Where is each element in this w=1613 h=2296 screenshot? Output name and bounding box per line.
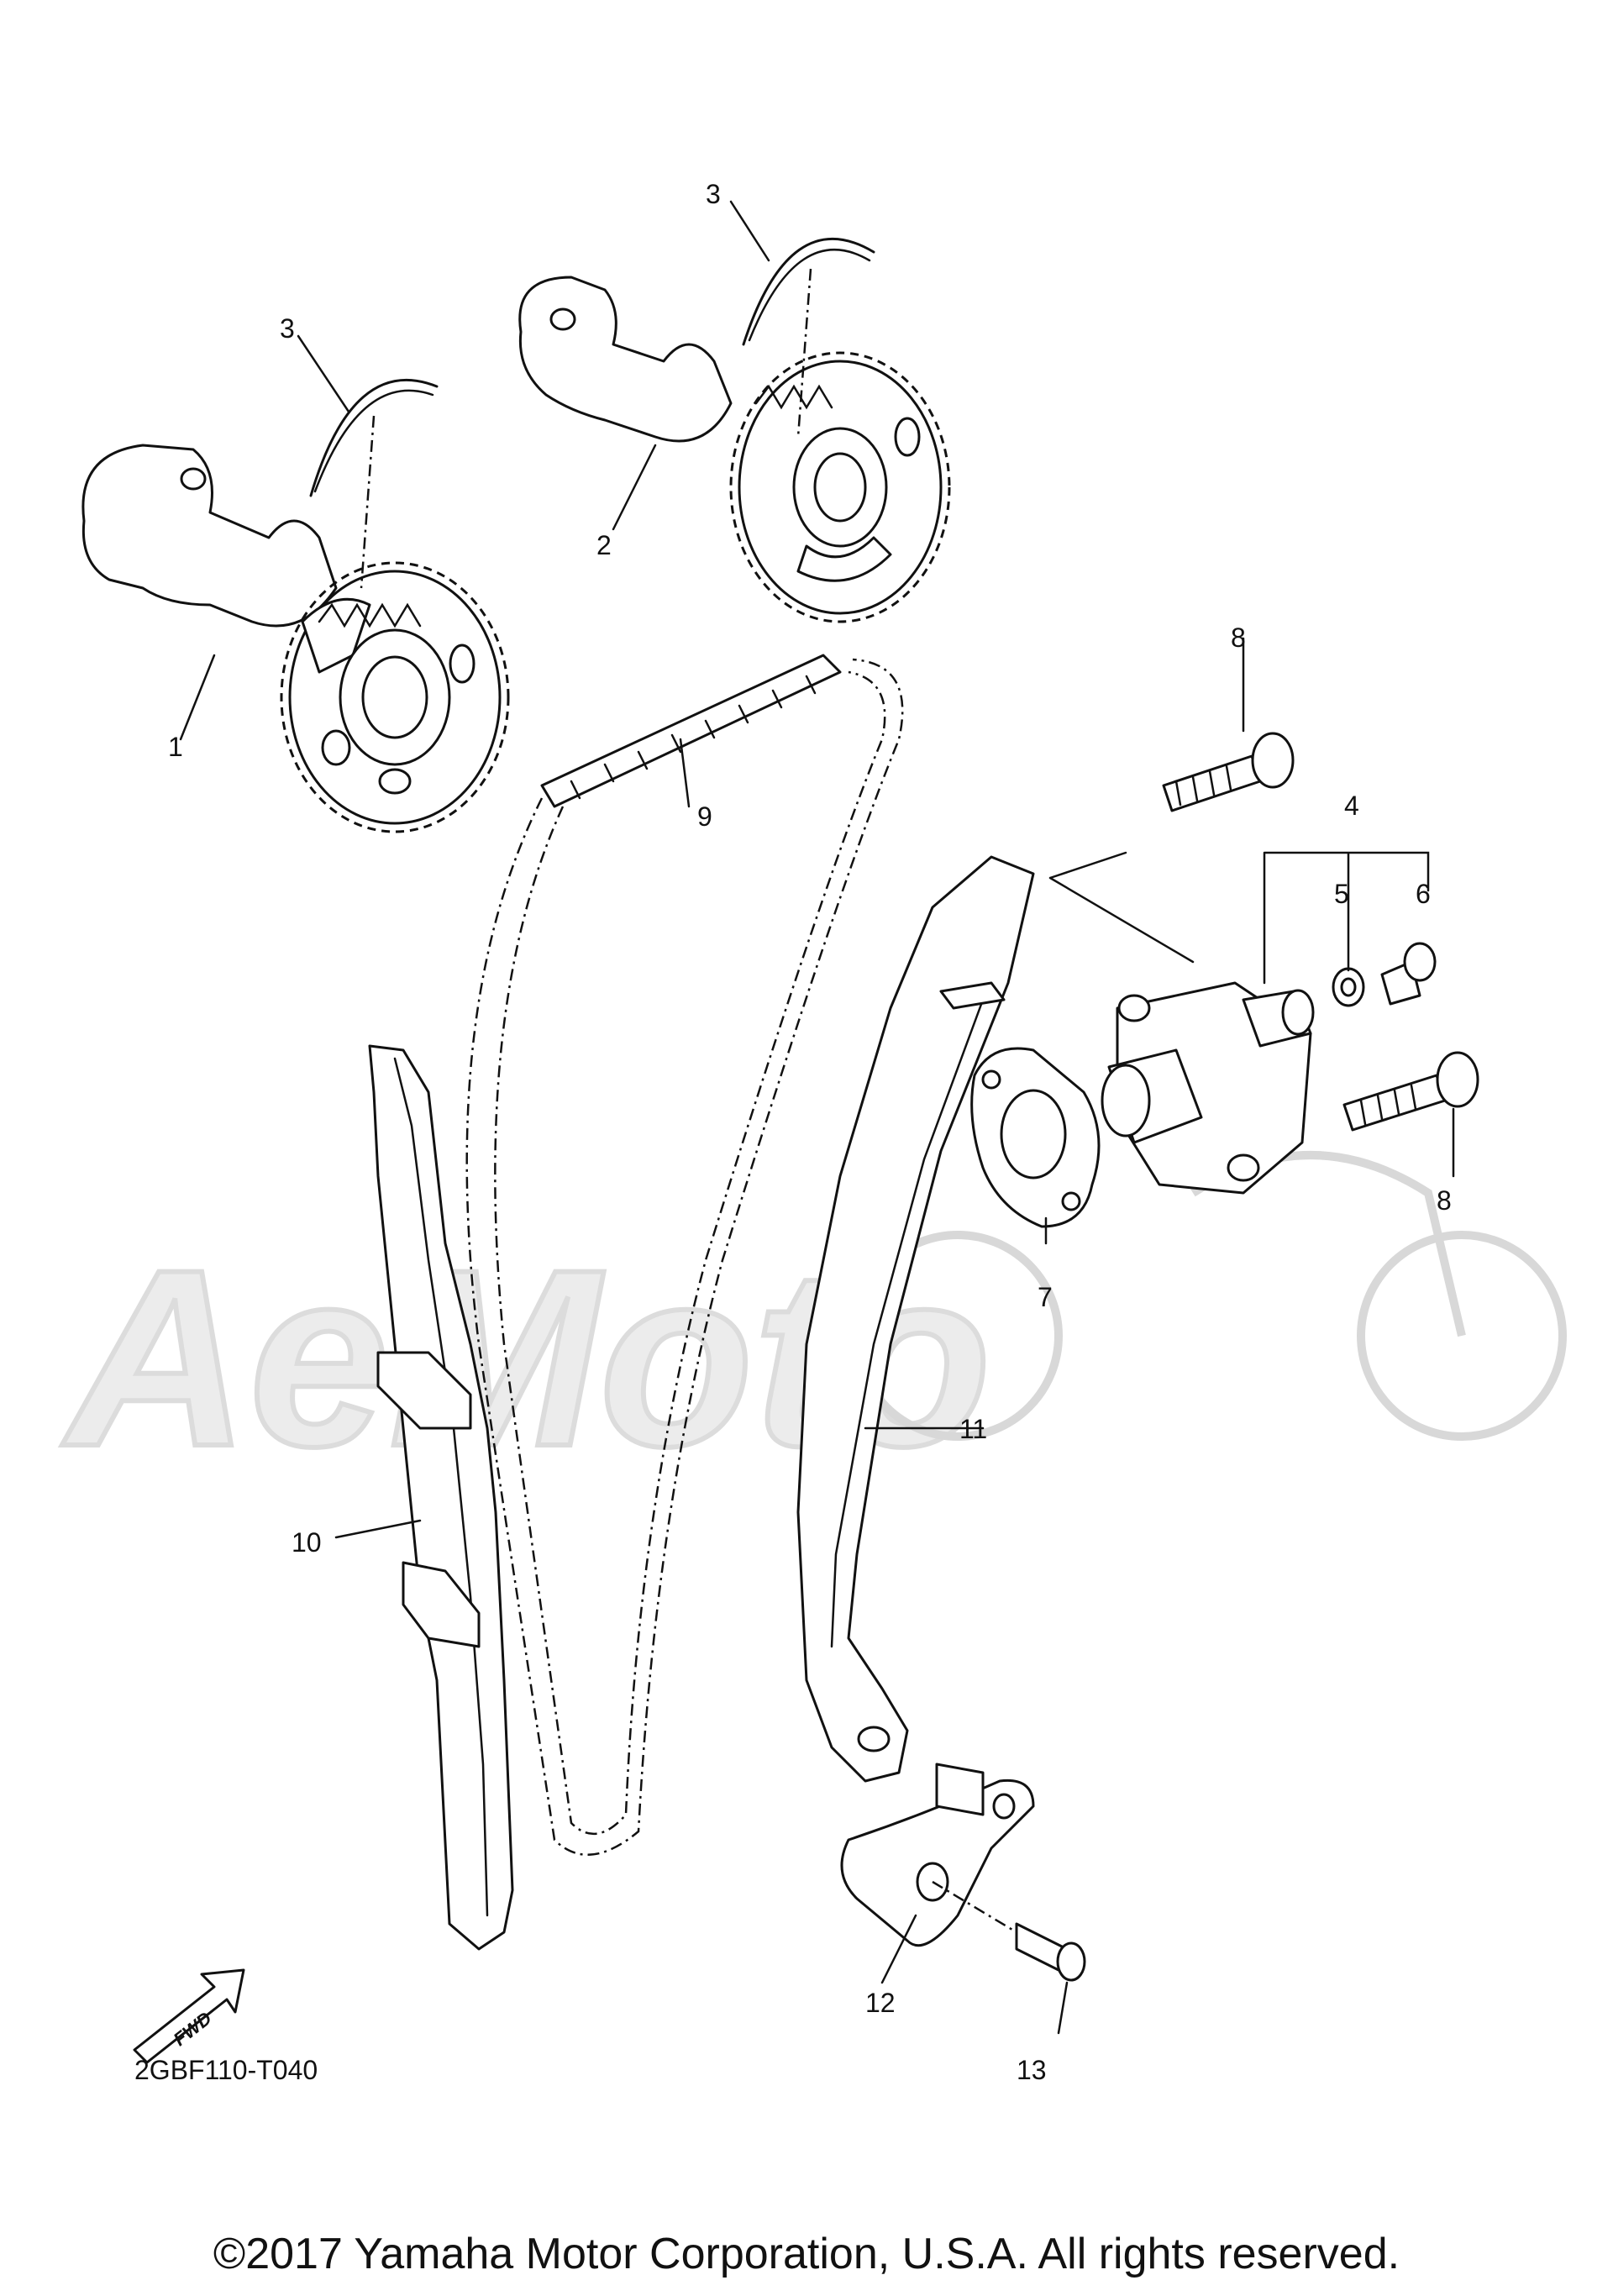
callout-1: 1 [168,732,183,762]
callout-3a: 3 [706,179,721,209]
bolt-8-lower [1342,1051,1479,1132]
callout-9: 9 [697,801,712,832]
stopper-12 [840,1763,1035,1947]
callout-6: 6 [1416,879,1431,909]
clip-3-left [309,378,439,589]
callout-4: 4 [1344,791,1359,821]
clip-3-right [742,237,875,438]
diagram-code: 2GBF110-T040 [134,2055,318,2085]
tensioner-assembly-4 [1101,981,1315,1195]
callout-8a: 8 [1231,623,1246,653]
chain-guide-10 [368,1044,514,1951]
leader-lines [179,200,1455,2035]
callout-13: 13 [1017,2055,1047,2085]
watermark-wheel-rear [1357,1231,1567,1441]
bolt-8-upper [1162,732,1295,812]
tensioner-guide-11 [796,855,1035,1783]
callout-2: 2 [596,530,612,560]
plug-6 [1380,942,1437,1006]
cam-chain-9 [465,654,904,1856]
washer-5 [1332,967,1365,1007]
screw-13 [932,1880,1086,1982]
callout-8b: 8 [1437,1185,1452,1216]
camshaft-2 [518,276,951,623]
callout-10: 10 [292,1527,322,1558]
copyright-notice: ©2017 Yamaha Motor Corporation, U.S.A. A… [213,2230,1400,2278]
callout-3b: 3 [280,313,295,344]
callout-11: 11 [959,1414,987,1444]
callout-7: 7 [1038,1282,1053,1312]
callout-12: 12 [865,1988,896,2018]
callout-5: 5 [1334,879,1349,909]
callouts: 1 2 3 3 4 5 6 7 8 8 9 10 11 12 13 [168,179,1452,2085]
camshaft-1 [81,444,510,833]
fwd-arrow-icon: FWD [133,1968,245,2064]
gasket-7 [970,1047,1101,1228]
